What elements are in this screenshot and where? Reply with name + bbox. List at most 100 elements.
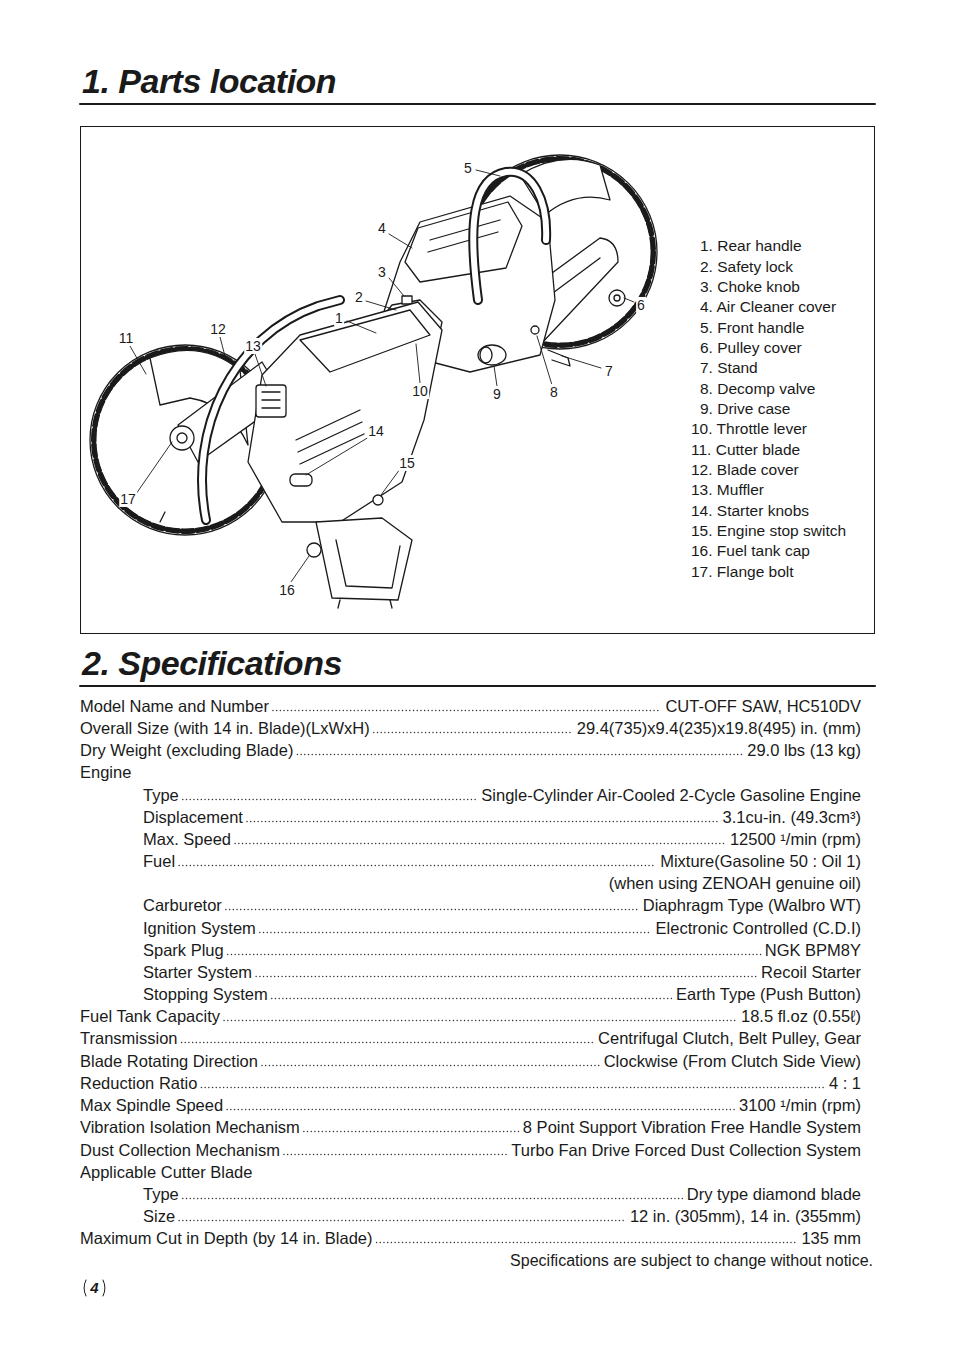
spec-label: Starter System	[143, 963, 252, 982]
leader-lines	[537, 336, 552, 385]
leader-lines	[306, 437, 369, 475]
spec-label: Dust Collection Mechanism	[80, 1141, 280, 1160]
air-cleaner-cover	[300, 310, 430, 372]
spec-label: Vibration Isolation Mechanism	[80, 1118, 300, 1137]
dot-leader	[201, 1087, 824, 1088]
callout-number: 17	[119, 491, 137, 507]
stand	[160, 512, 392, 608]
engine-stop-switch	[373, 495, 383, 505]
leader-lines	[381, 469, 400, 495]
callout-number: 11	[118, 330, 135, 346]
spec-label: Size	[143, 1207, 175, 1226]
leader-lines	[130, 170, 634, 582]
parts-list-item: 11. Cutter blade	[691, 441, 800, 459]
front-handle-inner	[202, 300, 340, 520]
front-handle	[473, 172, 546, 300]
spec-label: Model Name and Number	[80, 697, 269, 716]
section-heading: 1. Parts location	[82, 62, 336, 101]
pulley-cover	[609, 290, 625, 306]
callout-number: 1	[334, 310, 344, 326]
leader-lines	[389, 278, 404, 296]
spec-value: 29.4(735)x9.4(235)x19.8(495) in. (mm)	[577, 719, 861, 738]
parts-frame: 1. Rear handle2. Safety lock3. Choke kno…	[80, 126, 875, 634]
spec-value: Diaphragm Type (Walbro WT)	[643, 896, 861, 915]
spec-value: Clockwise (From Clutch Side View)	[604, 1052, 861, 1071]
dot-leader	[224, 1020, 737, 1021]
spec-label: Spark Plug	[143, 941, 224, 960]
spec-value: 3.1cu-in. (49.3cm³)	[723, 808, 861, 827]
callout-number: 16	[278, 582, 296, 598]
dot-leader	[260, 932, 652, 933]
spec-value: Electronic Controlled (C.D.I)	[656, 919, 861, 938]
spec-value: Earth Type (Push Button)	[676, 985, 861, 1004]
heading-rule	[80, 103, 875, 105]
spec-label: Engine	[80, 763, 131, 782]
callout-number: 14	[367, 423, 385, 439]
parts-list-item: 12. Blade cover	[691, 461, 799, 479]
callout-number: 9	[492, 386, 502, 402]
spec-value: Turbo Fan Drive Forced Dust Collection S…	[511, 1141, 861, 1160]
muffler	[256, 385, 286, 417]
leader-lines	[220, 337, 226, 360]
spec-value: 18.5 fl.oz (0.55ℓ)	[741, 1007, 861, 1026]
callout-number: 13	[244, 338, 262, 354]
dot-leader	[179, 865, 656, 866]
leader-lines	[562, 356, 601, 368]
dot-leader	[374, 732, 573, 733]
spec-label: Maximum Cut in Depth (by 14 in. Blade)	[80, 1229, 373, 1248]
parts-list-item: 8. Decomp valve	[700, 380, 815, 398]
dot-leader	[247, 821, 719, 822]
spec-label: Displacement	[143, 808, 243, 827]
spec-value: 12 in. (305mm), 14 in. (355mm)	[630, 1207, 861, 1226]
dot-leader	[304, 1131, 519, 1132]
dot-leader	[183, 799, 478, 800]
engine-fins	[296, 410, 364, 464]
parts-list-item: 6. Pulley cover	[700, 339, 802, 357]
footnote: Specifications are subject to change wit…	[510, 1252, 873, 1270]
dot-leader	[226, 909, 639, 910]
leader-lines	[347, 321, 376, 333]
parts-list-item: 5. Front handle	[700, 319, 804, 337]
dot-leader	[256, 976, 757, 977]
pulley-cover-bolt	[614, 295, 620, 301]
dot-leader	[235, 843, 726, 844]
parts-list-item: 17. Flange bolt	[691, 563, 794, 581]
callout-number: 4	[377, 220, 387, 236]
dot-leader	[297, 754, 743, 755]
choke-knob	[402, 296, 412, 304]
spec-label: Max. Speed	[143, 830, 231, 849]
saw-lower	[90, 300, 442, 608]
parts-list-item: 4. Air Cleaner cover	[700, 298, 836, 316]
leader-lines	[476, 170, 500, 176]
spec-label: Type	[143, 1185, 179, 1204]
callout-number: 5	[463, 160, 473, 176]
air-cleaner-cover	[405, 202, 522, 282]
callout-number: 12	[209, 321, 227, 337]
spec-value: Mixture(Gasoline 50 : Oil 1)	[660, 852, 861, 871]
parts-list-item: 3. Choke knob	[700, 278, 800, 296]
leader-lines	[494, 366, 497, 386]
spec-value: Single-Cylinder Air-Cooled 2-Cycle Gasol…	[481, 786, 861, 805]
spec-label: Ignition System	[143, 919, 256, 938]
spec-value: 29.0 lbs (13 kg)	[747, 741, 861, 760]
spec-value: (when using ZENOAH genuine oil)	[609, 874, 861, 893]
leader-lines	[291, 556, 309, 582]
leader-lines	[624, 298, 634, 302]
dot-leader	[284, 1154, 507, 1155]
dot-leader	[182, 1042, 595, 1043]
spec-value: Dry type diamond blade	[687, 1185, 861, 1204]
dot-leader	[377, 1242, 798, 1243]
fuel-tank-cap	[307, 543, 321, 557]
drive-case	[478, 345, 506, 365]
leader-lines	[255, 354, 266, 386]
parts-list-item: 9. Drive case	[700, 400, 790, 418]
spec-value: NGK BPM8Y	[765, 941, 861, 960]
callout-number: 8	[549, 384, 559, 400]
spec-value: 135 mm	[801, 1229, 861, 1248]
page-number: 4	[90, 1279, 98, 1296]
spec-label: Blade Rotating Direction	[80, 1052, 258, 1071]
callout-number: 3	[377, 264, 387, 280]
dot-leader	[273, 710, 661, 711]
spec-label: Type	[143, 786, 179, 805]
front-handle	[202, 300, 340, 520]
